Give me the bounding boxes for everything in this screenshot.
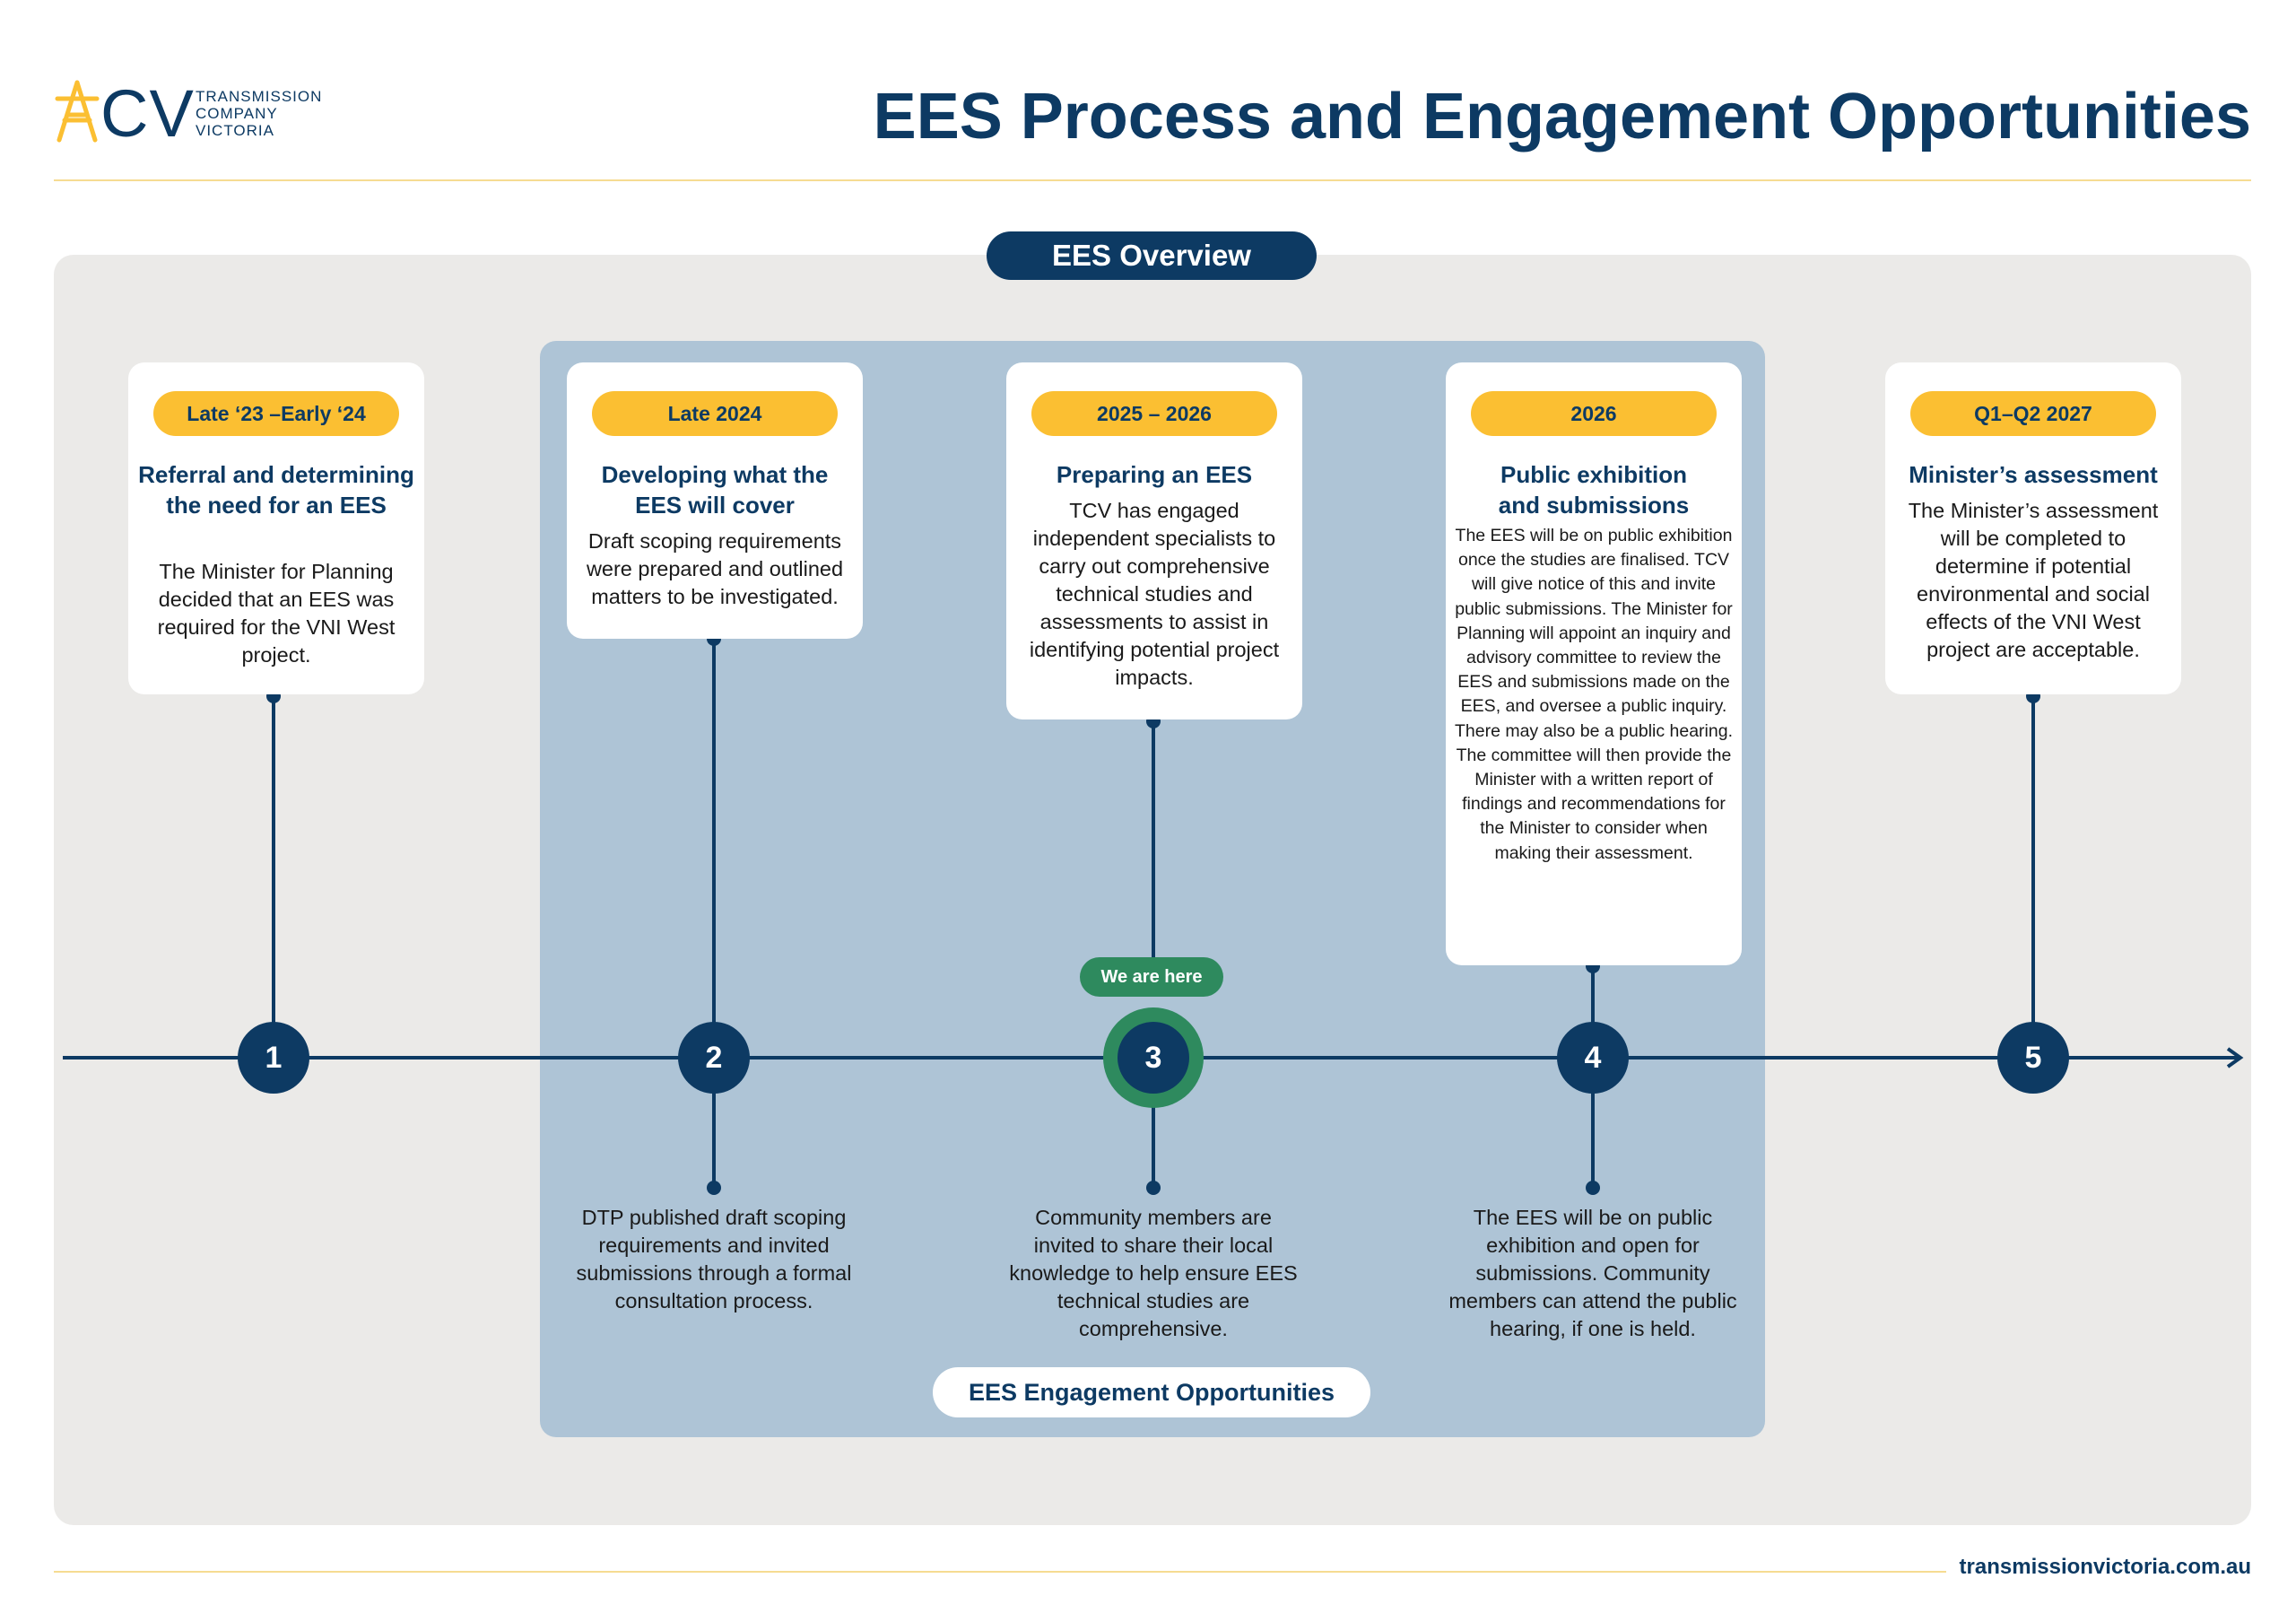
stage-description: Draft scoping requirements were prepared… xyxy=(586,529,844,608)
we-are-here-badge: We are here xyxy=(1080,957,1223,997)
stage-4-marker: 4 xyxy=(1557,1022,1629,1094)
stage-title: Developing what the EES will cover xyxy=(601,461,829,519)
stage-3-engagement-text: Community members are invited to share t… xyxy=(1009,1206,1298,1340)
stage-description: TCV has engaged independent specialists … xyxy=(1029,499,1280,689)
stage-title: Minister’s assessment xyxy=(1909,461,2158,488)
stage-date-badge: 2025 – 2026 xyxy=(1031,391,1277,436)
stage-title: Referral and determining the need for an… xyxy=(138,461,414,519)
stage-1-marker: 1 xyxy=(238,1022,309,1094)
logo-wordmark: TRANSMISSION COMPANY VICTORIA xyxy=(196,88,322,139)
stage-1-card: Late ‘23 –Early ‘24 Referral and determi… xyxy=(128,362,424,694)
tcv-logo: CV TRANSMISSION COMPANY VICTORIA xyxy=(54,79,350,151)
stage-2-card: Late 2024 Developing what the EES will c… xyxy=(567,362,863,639)
stage-5-marker: 5 xyxy=(1997,1022,2069,1094)
page-title: EES Process and Engagement Opportunities xyxy=(873,81,2251,153)
stage-4-engagement-text: The EES will be on public exhibition and… xyxy=(1448,1206,1737,1340)
header-divider xyxy=(54,179,2251,181)
footer-website-link[interactable]: transmissionvictoria.com.au xyxy=(1959,1555,2251,1579)
stage-2-engagement-dot xyxy=(707,1181,721,1195)
stage-4-card: 2026 Public exhibition and submissions T… xyxy=(1446,362,1742,965)
stage-2-engagement-text: DTP published draft scoping requirements… xyxy=(576,1206,852,1312)
stage-4-engagement-dot xyxy=(1586,1181,1600,1195)
logo-mark: CV xyxy=(100,76,195,151)
logo-line: COMPANY xyxy=(196,105,278,122)
stage-5-card: Q1–Q2 2027 Minister’s assessment The Min… xyxy=(1885,362,2181,694)
stage-3-card: 2025 – 2026 Preparing an EES TCV has eng… xyxy=(1006,362,1302,719)
stage-3-marker: 3 xyxy=(1118,1022,1189,1094)
stage-date-badge: Late ‘23 –Early ‘24 xyxy=(153,391,399,436)
stage-date-badge: Late 2024 xyxy=(592,391,838,436)
overview-label: EES Overview xyxy=(987,231,1317,280)
timeline-arrowhead xyxy=(2226,1047,2244,1068)
transmission-tower-icon xyxy=(55,80,100,143)
stage-3-engagement-dot xyxy=(1146,1181,1161,1195)
stage-description: The Minister for Planning decided that a… xyxy=(157,560,396,667)
logo-line: TRANSMISSION xyxy=(196,88,323,105)
stage-title: Preparing an EES xyxy=(1056,461,1253,488)
stage-description: The Minister’s assessment will be comple… xyxy=(1908,499,2159,661)
stage-description: The EES will be on public exhibition onc… xyxy=(1454,526,1733,863)
footer-divider xyxy=(54,1571,1946,1573)
stage-date-badge: Q1–Q2 2027 xyxy=(1910,391,2156,436)
stage-2-marker: 2 xyxy=(678,1022,750,1094)
stage-title: Public exhibition and submissions xyxy=(1498,461,1690,519)
engagement-opportunities-label: EES Engagement Opportunities xyxy=(933,1367,1370,1417)
logo-line: VICTORIA xyxy=(196,122,274,139)
stage-date-badge: 2026 xyxy=(1471,391,1717,436)
